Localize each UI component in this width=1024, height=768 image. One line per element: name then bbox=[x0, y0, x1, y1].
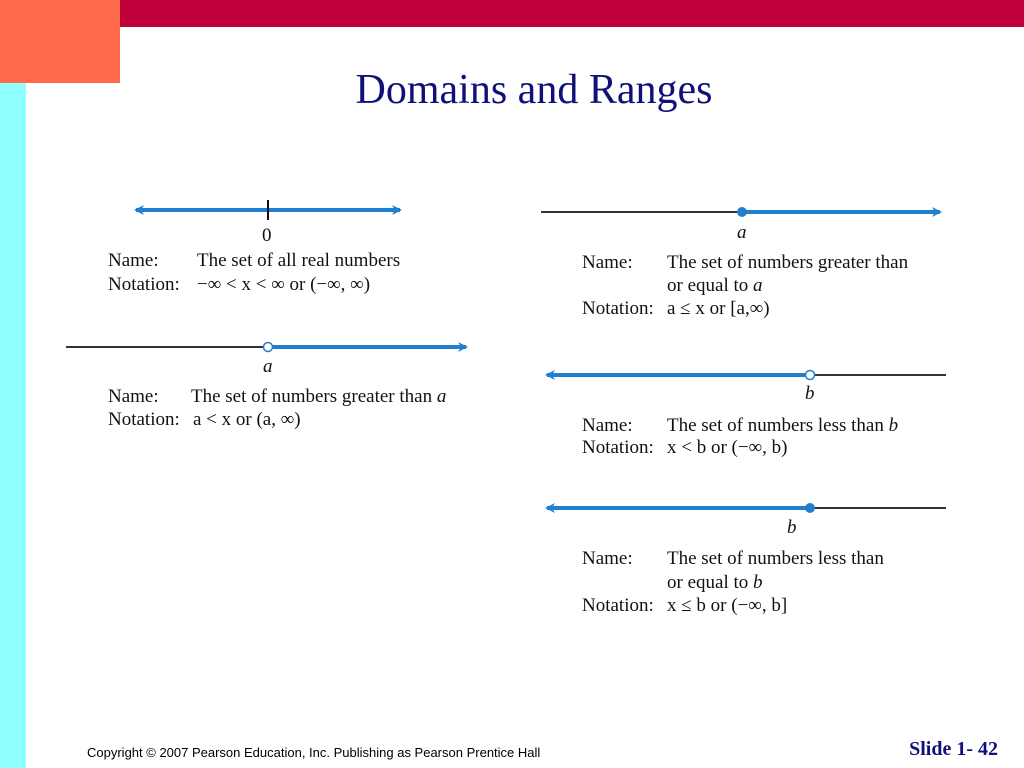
name-text-main: The set of numbers less than bbox=[667, 415, 884, 436]
name-label: Name: bbox=[108, 250, 159, 271]
top-banner bbox=[0, 0, 1024, 27]
name-text: The set of numbers greater than a bbox=[191, 386, 446, 408]
notation-text: −∞ < x < ∞ or (−∞, ∞) bbox=[197, 274, 371, 295]
slide-number: Slide 1- 42 bbox=[909, 738, 998, 760]
name-variable: a bbox=[753, 275, 763, 296]
number-line-less-than-b bbox=[545, 369, 946, 381]
closed-endpoint bbox=[737, 207, 747, 217]
point-label-b: b bbox=[787, 517, 797, 538]
number-line-greater-than-a bbox=[66, 341, 468, 353]
name-label: Name: bbox=[582, 548, 633, 569]
side-strip bbox=[0, 83, 26, 768]
notation-label: Notation: bbox=[108, 274, 180, 295]
name-text-continued: or equal to a bbox=[667, 275, 763, 297]
copyright-footer: Copyright © 2007 Pearson Education, Inc.… bbox=[87, 745, 541, 760]
open-endpoint bbox=[804, 369, 816, 381]
name-label: Name: bbox=[108, 386, 159, 407]
name-label: Name: bbox=[582, 415, 633, 436]
notation-label: Notation: bbox=[582, 437, 654, 458]
point-label-b: b bbox=[805, 383, 815, 404]
corner-accent-block bbox=[0, 0, 120, 83]
number-line-greater-equal-a bbox=[541, 207, 942, 217]
name-label: Name: bbox=[582, 252, 633, 273]
name-text: The set of numbers greater than bbox=[667, 252, 909, 273]
name-variable: b bbox=[753, 572, 763, 593]
notation-label: Notation: bbox=[582, 298, 654, 319]
name-text-line2: or equal to bbox=[667, 275, 749, 296]
name-text-continued: or equal to b bbox=[667, 572, 763, 594]
number-line-all-reals bbox=[134, 200, 402, 220]
notation-text: x < b or (−∞, b) bbox=[667, 437, 788, 458]
point-label-a: a bbox=[263, 356, 273, 377]
name-text: The set of all real numbers bbox=[197, 250, 401, 271]
notation-text: a < x or (a, ∞) bbox=[193, 409, 301, 430]
name-variable: b bbox=[888, 415, 899, 436]
name-text-line2: or equal to bbox=[667, 572, 749, 593]
point-label-a: a bbox=[737, 222, 747, 243]
notation-label: Notation: bbox=[582, 595, 654, 616]
closed-endpoint bbox=[805, 503, 815, 513]
name-text-main: The set of numbers greater than bbox=[191, 386, 433, 407]
slide-title: Domains and Ranges bbox=[355, 67, 713, 113]
name-text: The set of numbers less than bbox=[667, 548, 884, 569]
name-variable: a bbox=[436, 386, 447, 407]
number-line-less-equal-b bbox=[545, 503, 946, 513]
notation-text: a ≤ x or [a,∞) bbox=[667, 298, 770, 319]
notation-text: x ≤ b or (−∞, b] bbox=[667, 595, 788, 616]
name-text: The set of numbers less than b bbox=[667, 415, 898, 437]
open-endpoint bbox=[262, 341, 274, 353]
notation-label: Notation: bbox=[108, 409, 180, 430]
point-label-zero: 0 bbox=[262, 225, 272, 246]
